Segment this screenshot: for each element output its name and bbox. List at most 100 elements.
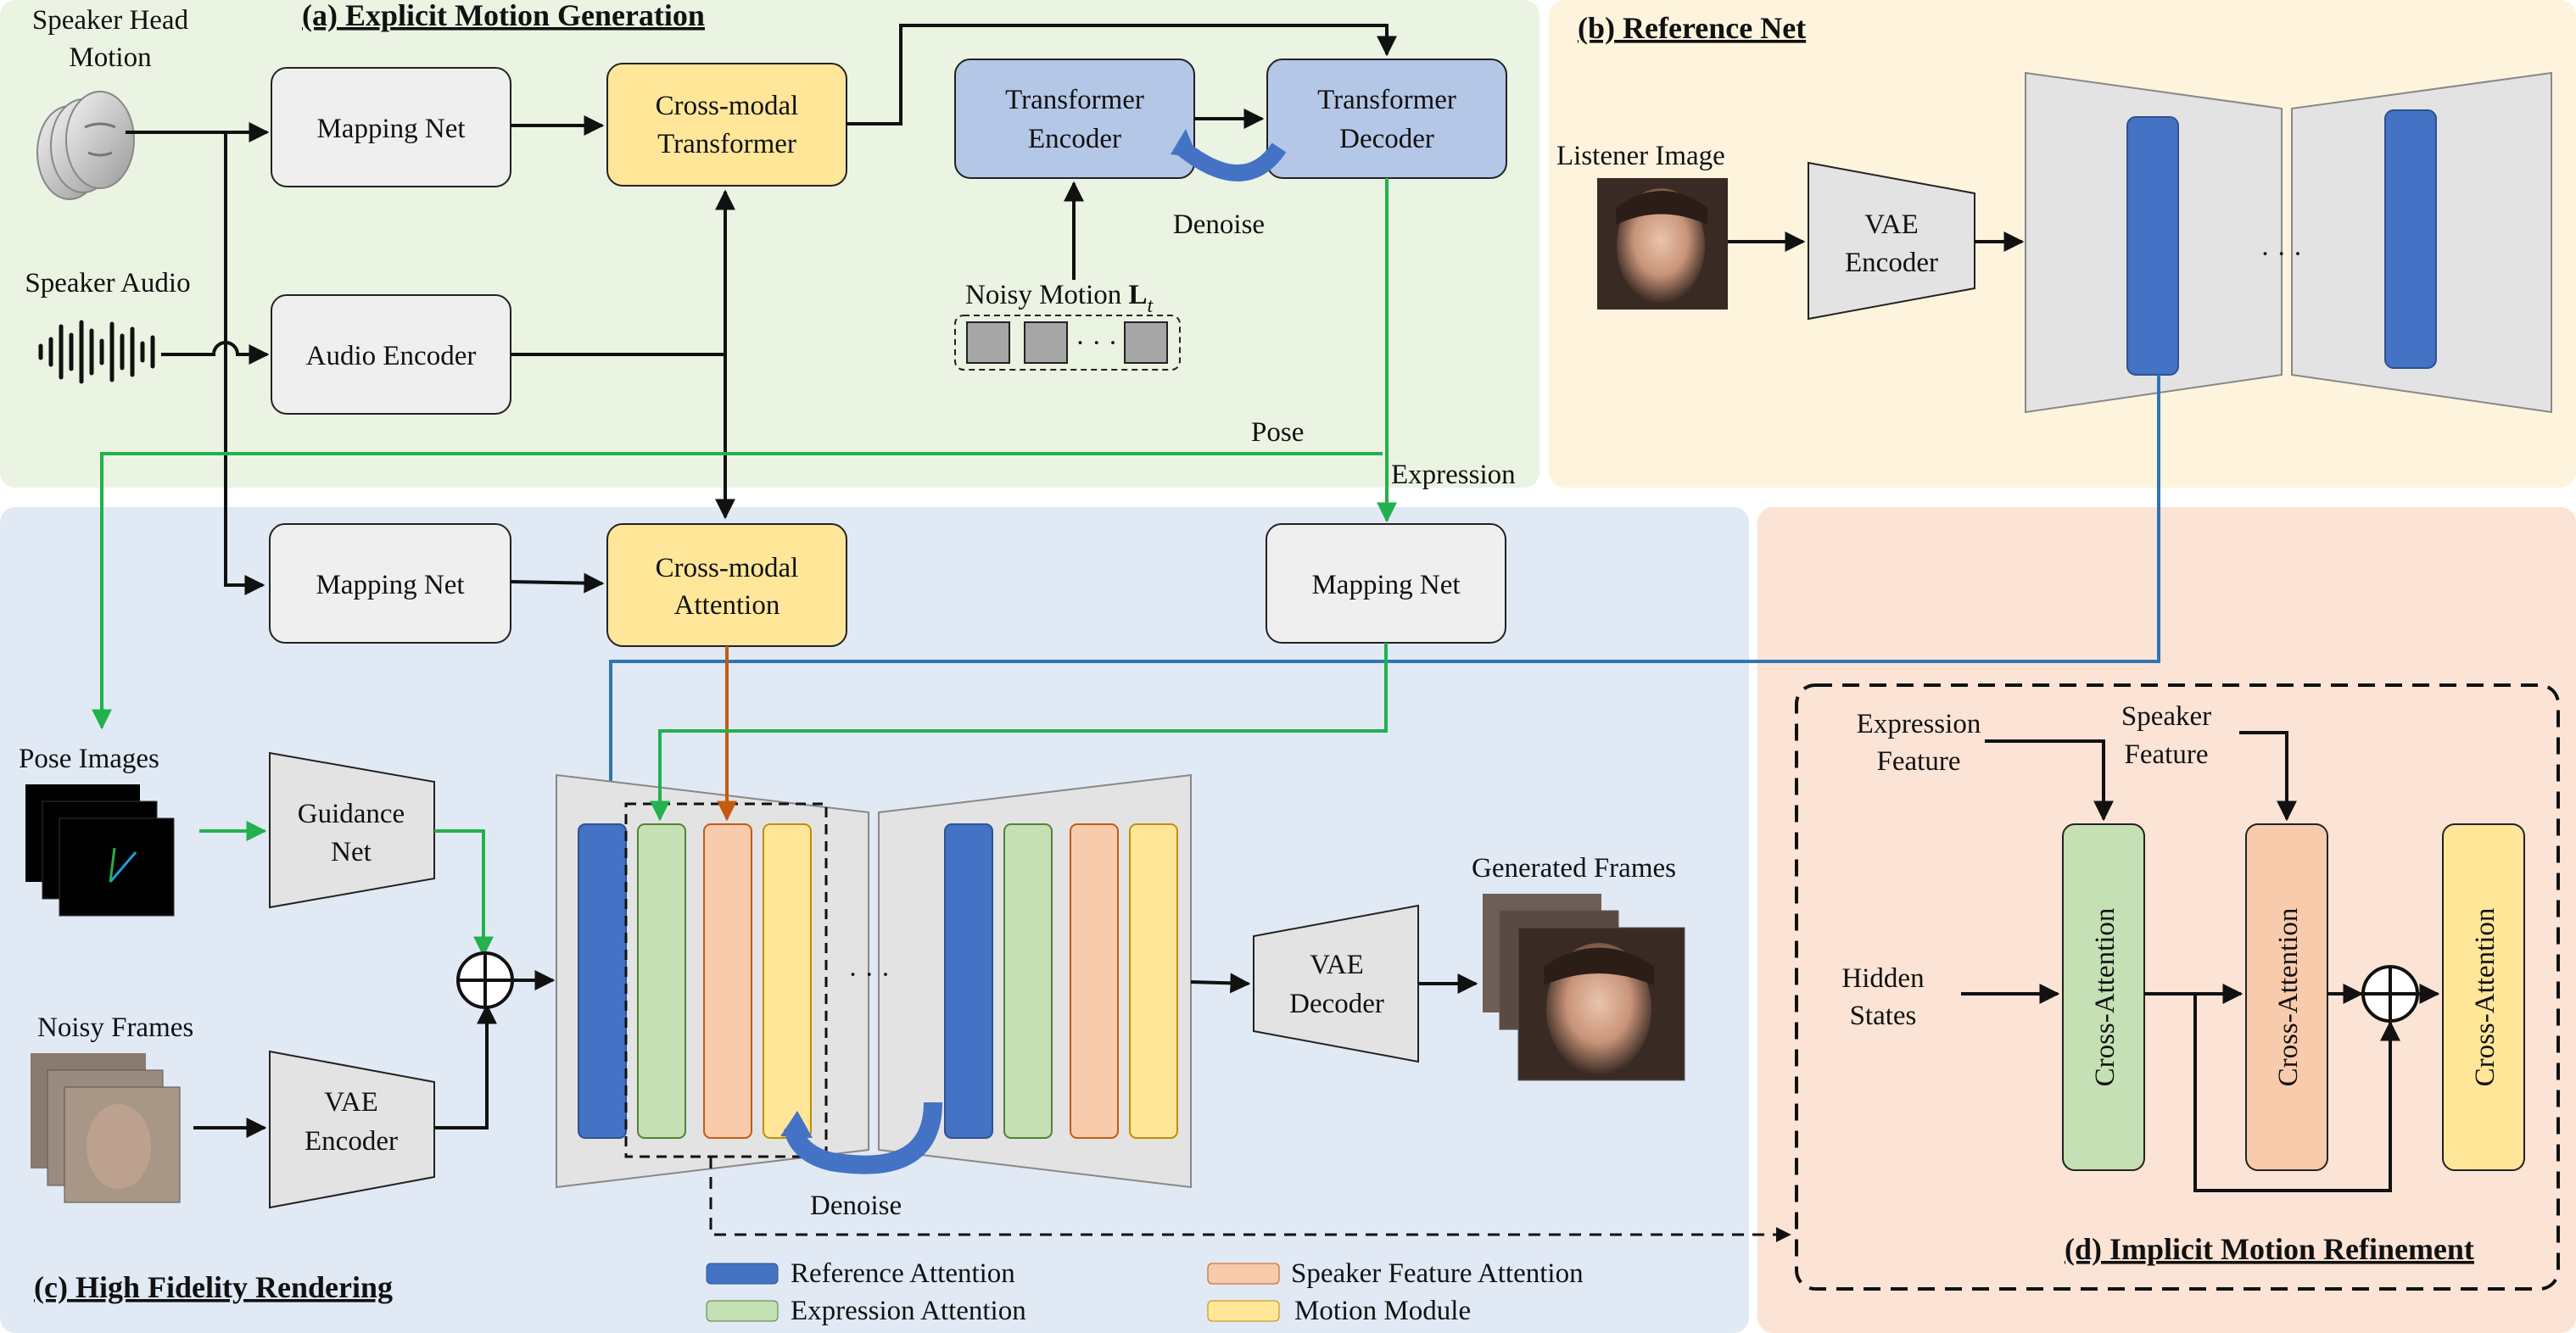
legend-swatch-speaker [1207, 1263, 1280, 1285]
unet-highlight-box [624, 802, 828, 1158]
expression-feature-label-2: Feature [1877, 746, 1961, 777]
legend-swatch-reference [706, 1263, 779, 1285]
unet-motion-module [763, 823, 812, 1139]
noisy-motion-token [966, 321, 1010, 364]
svg-text:Transformer: Transformer [1005, 85, 1144, 115]
refinement-arrows [1961, 731, 2440, 1192]
transformer-decoder: Transformer Decoder [1266, 59, 1507, 179]
expression-label: Expression [1391, 460, 1516, 490]
refinement-detail-link [709, 1157, 1791, 1242]
listener-image-label: Listener Image [1556, 141, 1725, 171]
unet-expression-attention [1003, 823, 1053, 1139]
guidance-net [269, 751, 435, 909]
cross-attention-motion: Cross-Attention [2442, 823, 2525, 1171]
speaker-head-motion-label-2: Motion [69, 42, 151, 73]
svg-text:Decoder: Decoder [1339, 124, 1434, 154]
panel-a-title: (a) Explicit Motion Generation [302, 0, 705, 32]
sum-node [456, 951, 514, 1009]
speaker-head-icon [36, 91, 135, 200]
svg-text:Mapping Net: Mapping Net [1311, 570, 1460, 600]
reference-attention-block [2126, 116, 2179, 376]
unet-reference-attention [578, 823, 627, 1139]
legend-label-expression: Expression Attention [791, 1296, 1026, 1326]
svg-text:Cross-modal: Cross-modal [656, 91, 799, 121]
refinement-frame [1795, 683, 2560, 1291]
svg-text:Mapping Net: Mapping Net [316, 570, 464, 600]
unet-ellipsis: · · · [848, 960, 890, 990]
svg-text:Audio Encoder: Audio Encoder [306, 341, 477, 371]
svg-text:Cross-Attention: Cross-Attention [2090, 908, 2121, 1087]
speaker-head-motion-label-1: Speaker Head [32, 5, 189, 36]
denoise-label-a: Denoise [1173, 209, 1265, 240]
cross-modal-attention: Cross-modal Attention [606, 523, 847, 647]
noisy-motion-label: Noisy Motion Lt [965, 280, 1154, 317]
panel-a-black-arrows [126, 24, 1397, 595]
generated-frames-label: Generated Frames [1472, 853, 1676, 884]
reference-attention-block [2384, 109, 2437, 369]
refinement-sum-node [2361, 965, 2419, 1023]
unet-motion-module [1129, 823, 1178, 1139]
vae-encoder-ref-label-2: Encoder [1845, 248, 1938, 278]
legend-label-reference: Reference Attention [791, 1258, 1015, 1289]
ref-ellipsis: · · · [2260, 239, 2302, 270]
noisy-frames [31, 1053, 181, 1203]
speaker-feature-label-1: Speaker [2121, 701, 2211, 732]
panel-c-title: (c) High Fidelity Rendering [34, 1270, 393, 1304]
expression-feature-label-1: Expression [1857, 709, 1981, 739]
vae-encoder-render [269, 1050, 435, 1209]
svg-text:Transformer: Transformer [1317, 85, 1456, 115]
audio-encoder: Audio Encoder [271, 294, 511, 415]
vae-decoder-label-1: VAE [1310, 950, 1364, 980]
svg-text:Transformer: Transformer [657, 129, 796, 159]
generated-frames [1483, 894, 1685, 1081]
audio-waveform-icon [38, 320, 155, 384]
unet-expression-attention [637, 823, 686, 1139]
speaker-audio-label: Speaker Audio [25, 268, 190, 298]
unet-speaker-feature-attention [1070, 823, 1119, 1139]
svg-text:Encoder: Encoder [1028, 124, 1121, 154]
svg-text:Mapping Net: Mapping Net [316, 114, 465, 144]
vae-encoder-render-label-2: Encoder [305, 1126, 398, 1157]
speaker-feature-label-2: Feature [2125, 739, 2209, 770]
panel-b-title: (b) Reference Net [1578, 11, 1806, 45]
denoise-curl-icon-c [784, 1102, 942, 1174]
noisy-motion-token [1124, 321, 1168, 364]
pose-images-label: Pose Images [19, 744, 159, 774]
vae-decoder-label-2: Decoder [1289, 989, 1384, 1019]
denoise-curl-icon-a [1176, 141, 1287, 181]
expression-feature-arrow [650, 643, 1388, 822]
noisy-motion-ellipsis: · · · [1076, 328, 1117, 359]
mapping-net-bottom: Mapping Net [269, 523, 511, 644]
cross-attention-speaker: Cross-Attention [2245, 823, 2328, 1171]
legend-label-motion: Motion Module [1294, 1296, 1471, 1326]
listener-image [1597, 178, 1728, 310]
legend-swatch-expression [706, 1300, 779, 1322]
transformer-encoder: Transformer Encoder [954, 59, 1195, 179]
legend: Reference Attention Expression Attention… [706, 1258, 1584, 1326]
pose-label: Pose [1251, 417, 1304, 448]
mapping-net-top: Mapping Net [271, 67, 511, 187]
panel-d-title: (d) Implicit Motion Refinement [2065, 1232, 2474, 1266]
legend-swatch-motion [1207, 1300, 1280, 1322]
cross-modal-transformer: Cross-modal Transformer [606, 63, 847, 187]
panel-d-bg [1757, 507, 2576, 1333]
cross-attention-expression: Cross-Attention [2062, 823, 2145, 1171]
svg-text:Cross-Attention: Cross-Attention [2273, 908, 2304, 1087]
svg-text:Cross-modal: Cross-modal [656, 553, 799, 583]
guidance-net-label-1: Guidance [298, 799, 405, 829]
vae-encoder-ref-label-1: VAE [1864, 209, 1919, 240]
svg-text:Cross-Attention: Cross-Attention [2470, 908, 2501, 1087]
mapping-net-expression: Mapping Net [1266, 523, 1506, 644]
guidance-net-label-2: Net [331, 837, 372, 867]
unet-reference-attention [944, 823, 993, 1139]
pose-images [25, 784, 175, 917]
svg-text:Attention: Attention [674, 590, 780, 621]
hidden-states-label-1: Hidden [1841, 963, 1924, 994]
hidden-states-label-2: States [1850, 1001, 1917, 1031]
pose-arrow [92, 452, 1383, 730]
denoise-label-c: Denoise [810, 1191, 902, 1221]
legend-label-speaker: Speaker Feature Attention [1291, 1258, 1584, 1289]
vae-encoder-ref [1808, 161, 1975, 321]
noisy-frames-label: Noisy Frames [37, 1012, 193, 1043]
